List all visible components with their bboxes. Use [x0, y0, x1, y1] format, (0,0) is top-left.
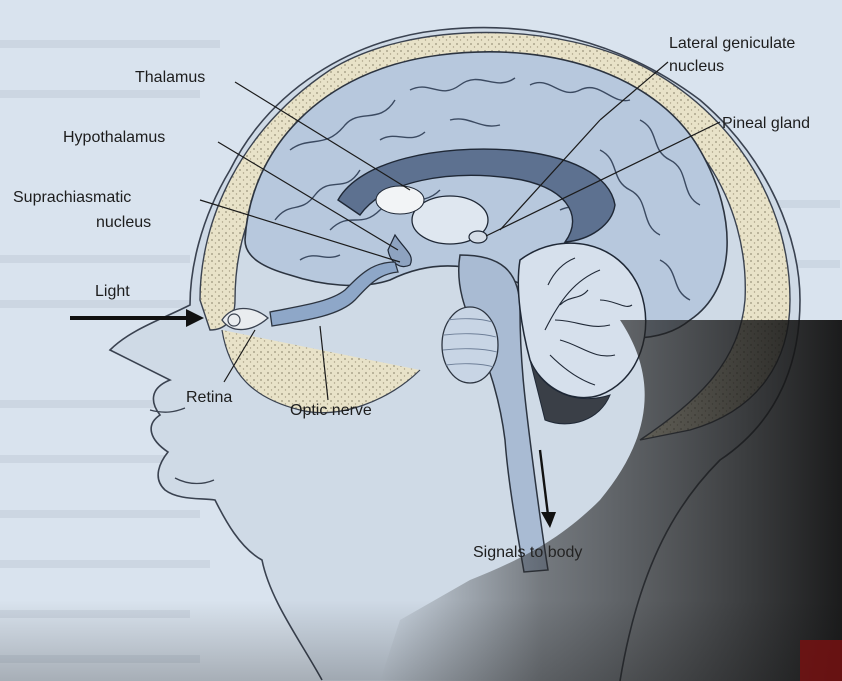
page-shadow-bottom [0, 600, 842, 681]
label-light: Light [95, 283, 130, 300]
pineal-gland-structure [469, 231, 487, 243]
label-lateral-geniculate-nucleus: nucleus [669, 58, 724, 75]
label-suprachiasmatic-nucleus: nucleus [96, 214, 151, 231]
ventricle [376, 186, 424, 214]
label-thalamus: Thalamus [135, 69, 205, 86]
label-pineal-gland: Pineal gland [722, 115, 810, 132]
corner-tint [800, 640, 842, 681]
label-lateral-geniculate: Lateral geniculate [669, 35, 795, 52]
label-optic-nerve: Optic nerve [290, 402, 372, 419]
label-suprachiasmatic: Suprachiasmatic [13, 189, 131, 206]
label-hypothalamus: Hypothalamus [63, 129, 165, 146]
label-retina: Retina [186, 389, 232, 406]
